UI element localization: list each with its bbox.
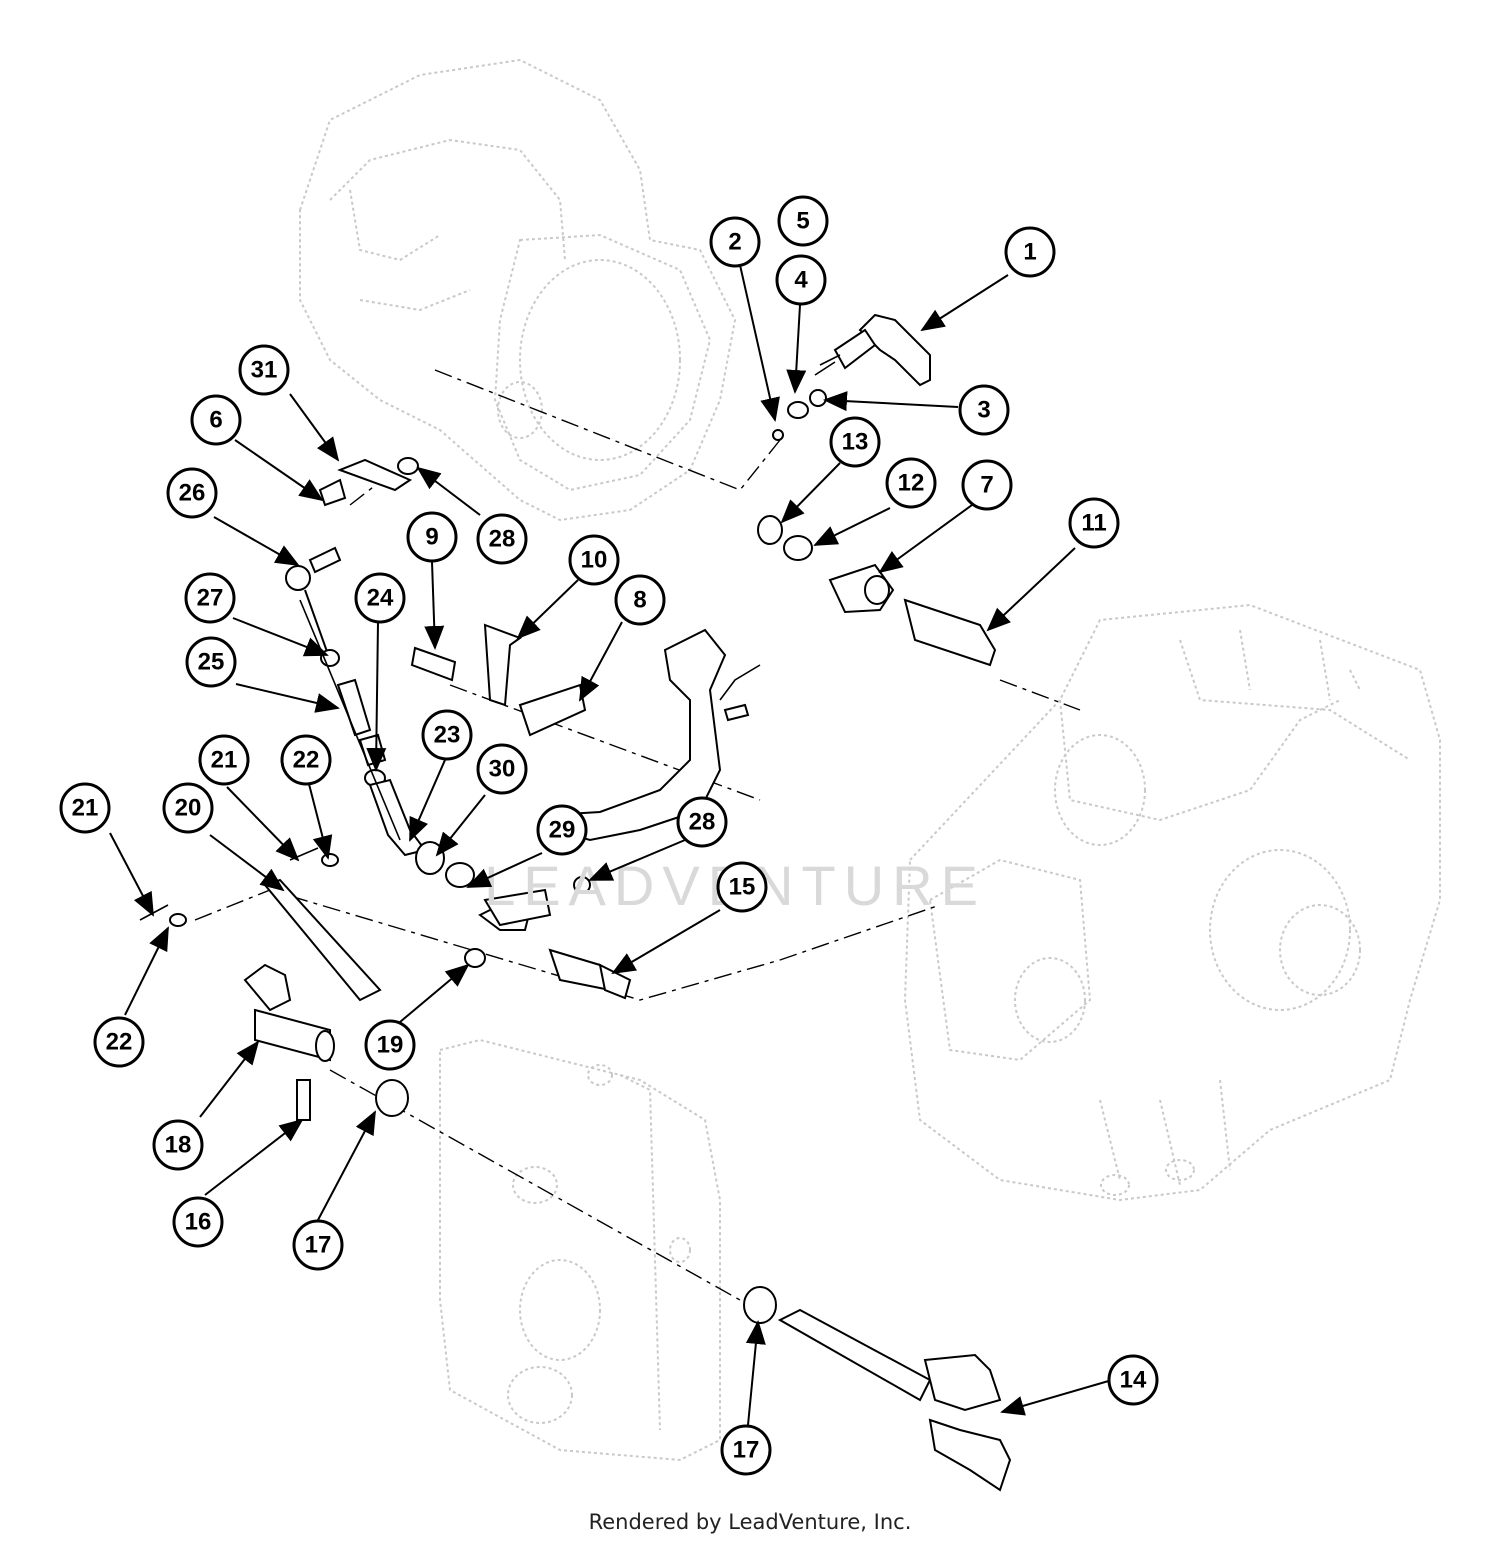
- callout-28: 28: [676, 796, 728, 848]
- callout-label: 30: [489, 756, 516, 783]
- callout-label: 11: [1081, 510, 1106, 537]
- part-arm-29-30-15: [415, 841, 632, 1000]
- callout-label: 20: [175, 795, 202, 822]
- transmission-case-ghost: [903, 603, 1441, 1202]
- callout-label: 9: [425, 524, 438, 551]
- callout-15: 15: [716, 861, 768, 913]
- callout-25: 25: [185, 636, 237, 688]
- callout-12: 12: [885, 457, 937, 509]
- part-small-hardware: [757, 389, 997, 667]
- callout-5: 5: [777, 195, 829, 247]
- callout-label: 14: [1120, 1367, 1147, 1394]
- callout-1: 1: [1004, 226, 1056, 278]
- callout-label: 19: [377, 1032, 404, 1059]
- callout-label: 10: [581, 547, 608, 574]
- callout-label: 6: [209, 407, 222, 434]
- callout-label: 13: [842, 429, 869, 456]
- assembly-centerlines: [194, 369, 1081, 1301]
- callout-4: 4: [775, 254, 827, 306]
- callout-label: 26: [179, 480, 206, 507]
- callout-label: 17: [305, 1232, 332, 1259]
- callout-21: 21: [59, 782, 111, 834]
- callout-27: 27: [184, 572, 236, 624]
- callout-2: 2: [709, 216, 761, 268]
- callout-label: 4: [794, 267, 808, 294]
- callout-18: 18: [152, 1119, 204, 1171]
- callout-21: 21: [198, 734, 250, 786]
- callout-label: 12: [898, 470, 925, 497]
- callout-19: 19: [364, 1019, 416, 1071]
- callout-28: 28: [476, 513, 528, 565]
- callout-label: 23: [434, 722, 461, 749]
- callout-10: 10: [568, 534, 620, 586]
- callout-label: 28: [689, 809, 716, 836]
- callout-20: 20: [162, 782, 214, 834]
- leader-lines: [109, 264, 1113, 1426]
- callout-label: 21: [72, 795, 99, 822]
- callout-7: 7: [961, 459, 1013, 511]
- clutch-housing-ghost: [299, 58, 737, 522]
- callout-label: 3: [977, 397, 990, 424]
- callout-label: 31: [251, 357, 278, 384]
- callout-label: 15: [729, 874, 756, 901]
- callout-31: 31: [238, 344, 290, 396]
- callout-30: 30: [476, 743, 528, 795]
- callout-17: 17: [292, 1219, 344, 1271]
- callout-29: 29: [536, 804, 588, 856]
- callout-label: 21: [211, 747, 238, 774]
- callout-13: 13: [829, 416, 881, 468]
- callout-8: 8: [614, 574, 666, 626]
- callout-label: 16: [185, 1209, 212, 1236]
- callout-label: 25: [198, 649, 225, 676]
- part-bolt-brackets: [410, 623, 587, 737]
- callout-label: 17: [733, 1437, 760, 1464]
- callout-3: 3: [958, 384, 1010, 436]
- callout-11: 11: [1068, 497, 1120, 549]
- callout-label: 27: [197, 585, 224, 612]
- callout-16: 16: [172, 1196, 224, 1248]
- callout-14: 14: [1107, 1354, 1159, 1406]
- callout-label: 1: [1023, 239, 1036, 266]
- callout-label: 7: [980, 472, 993, 499]
- callout-24: 24: [354, 572, 406, 624]
- callout-label: 2: [728, 229, 741, 256]
- part-lever-handle: [814, 313, 931, 387]
- callout-label: 24: [367, 585, 394, 612]
- callout-22: 22: [280, 734, 332, 786]
- part-collar-18-16-17: [243, 963, 777, 1324]
- part-shift-fork-8: [548, 628, 761, 842]
- callout-label: 22: [106, 1029, 133, 1056]
- part-shift-shaft-14: [777, 1308, 1012, 1492]
- callout-label: 18: [165, 1132, 192, 1159]
- callout-label: 29: [549, 817, 576, 844]
- callout-26: 26: [166, 467, 218, 519]
- footer-credit: Rendered by LeadVenture, Inc.: [588, 1510, 912, 1534]
- callout-9: 9: [406, 511, 458, 563]
- callout-label: 5: [796, 208, 809, 235]
- part-rod-and-fittings: [299, 599, 427, 857]
- callout-23: 23: [421, 709, 473, 761]
- rear-cover-ghost: [439, 1038, 721, 1462]
- callout-22: 22: [93, 1016, 145, 1068]
- callout-17: 17: [720, 1424, 772, 1476]
- callout-label: 22: [293, 747, 320, 774]
- callout-label: 28: [489, 526, 516, 553]
- callout-label: 8: [633, 587, 646, 614]
- callout-6: 6: [190, 394, 242, 446]
